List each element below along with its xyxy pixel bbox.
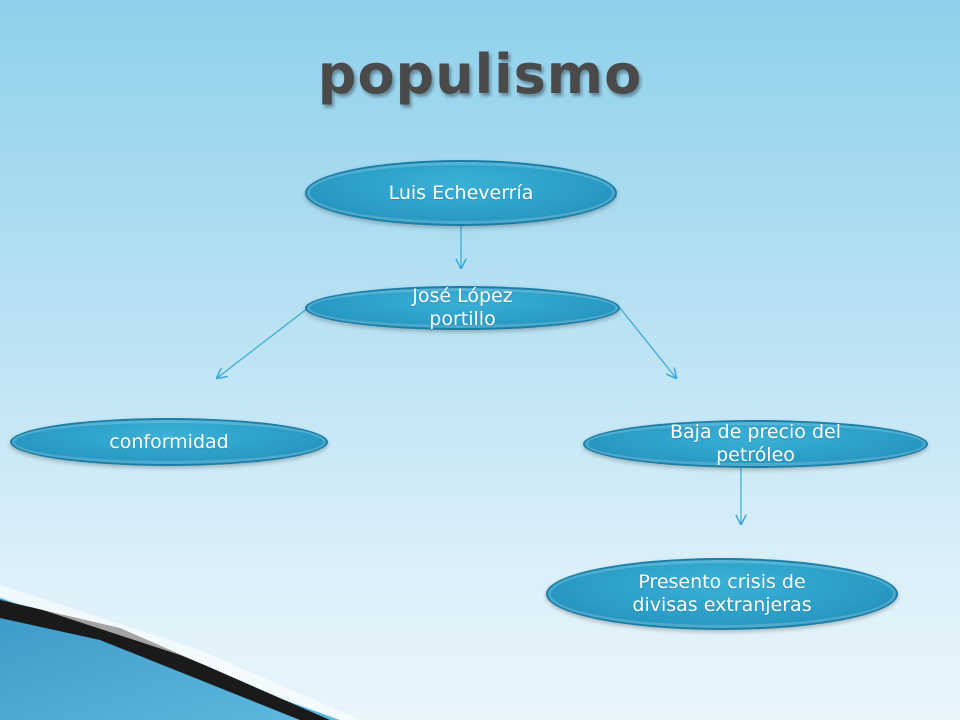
node-jose-lopez-portillo: José López portillo [305,285,620,330]
node-conformidad-label: conformidad [109,430,229,453]
node-luis-echeverria: Luis Echeverría [305,160,617,226]
arrow-jose-to-conformidad [217,307,309,378]
node-luis-echeverria-label: Luis Echeverría [388,181,534,204]
slide-title: populismo [317,43,643,106]
node-baja-precio-petroleo: Baja de precio del petróleo [583,420,928,468]
node-presento-crisis: Presento crisis de divisas extranjeras [546,558,898,630]
node-presento-crisis-label: Presento crisis de divisas extranjeras [632,571,812,616]
node-jose-lopez-portillo-label: José López portillo [412,285,513,330]
node-baja-precio-petroleo-label: Baja de precio del petróleo [670,421,841,466]
arrow-jose-to-baja [619,307,676,378]
node-conformidad: conformidad [10,418,328,466]
